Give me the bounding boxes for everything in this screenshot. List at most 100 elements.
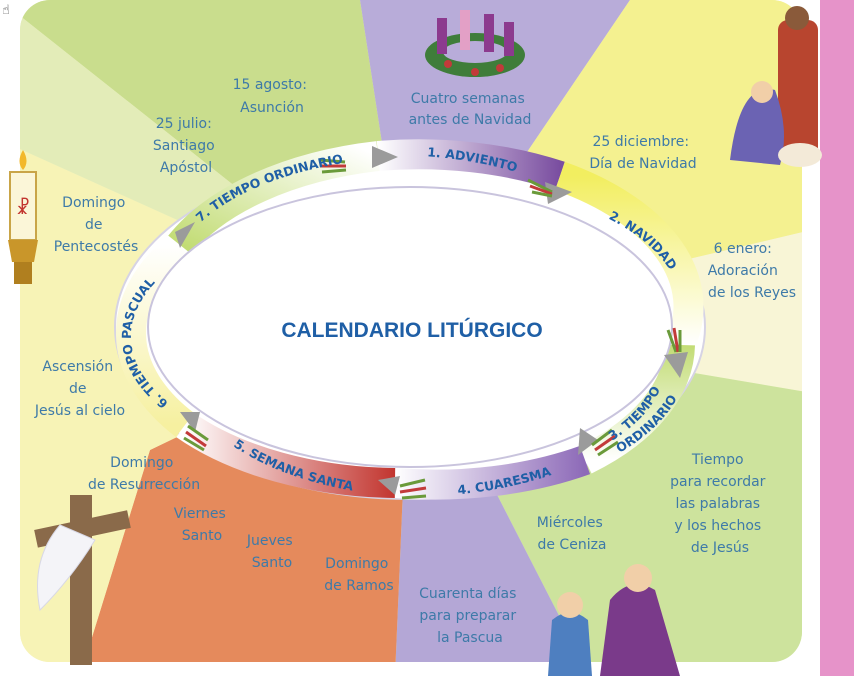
joseph-head [785,6,809,30]
arrow-ordinario-3 [664,352,688,378]
note-line: Domingo [62,195,125,211]
note-asuncion: 15 agosto: Asunción [233,77,312,116]
note-line: Santo [182,528,222,544]
ring-segment-navidad [554,161,704,352]
candle [437,18,447,54]
joseph-robe [778,20,818,160]
priest-robe [600,584,680,676]
baby [778,143,822,167]
wreath-center [443,41,507,63]
nativity-illustration [730,6,822,167]
ash-wednesday-illustration [548,564,680,676]
chi-rho-icon: ☧ [16,197,30,219]
bar-gap [814,0,820,676]
note-line: Cuatro semanas [411,91,525,107]
note-line: de [85,217,103,233]
note-pentecostes: Domingo de Pentecostés [54,195,139,255]
note-line: y los hechos [674,518,761,534]
hand-cursor-icon: ☝ [2,3,10,18]
note-line: antes de Navidad [409,112,532,128]
note-line: Apóstol [160,160,212,176]
branch-semana-santa [183,424,209,452]
note-line: para preparar [419,608,516,624]
note-line: de Resurrección [88,477,200,493]
note-resurreccion: Domingo de Resurrección [88,455,200,493]
note-line: Santiago [153,138,215,154]
ring-segment-pascual [115,233,195,437]
note-viernes-santo: Viernes Santo [174,506,231,544]
note-line: Santo [252,555,292,571]
arrow-cuaresma [578,428,598,455]
berry [496,64,504,72]
note-ceniza: Miércoles de Ceniza [537,515,608,553]
candle [504,22,514,56]
segment-arrows [175,146,688,495]
paschal-candle-illustration: ☧ [8,150,38,284]
note-adviento: Cuatro semanas antes de Navidad [409,91,532,128]
note-line: de Ceniza [537,537,606,553]
arrow-ordinario-7 [175,222,195,248]
note-line: Tiempo [691,452,744,468]
note-line: 25 diciembre: [593,134,690,150]
arrow-adviento [372,146,398,168]
note-navidad: 25 diciembre: Día de Navidad [589,134,696,172]
note-line: Día de Navidad [589,156,696,172]
branch-decorations [183,158,682,500]
berry [444,60,452,68]
note-line: Viernes [174,506,226,522]
notes: 15 agosto: Asunción Cuatro semanas antes… [34,77,796,646]
note-line: Miércoles [537,515,603,531]
note-line: Ascensión [42,359,113,375]
note-line: Domingo [325,556,388,572]
note-line: de Ramos [324,578,393,594]
note-line: Domingo [110,455,173,471]
branch-cuaresma [399,478,427,500]
note-line: Pentecostés [54,239,139,255]
branch-ordinario-7 [319,158,347,174]
candle-stand [14,262,32,284]
diagram-title: CALENDARIO LITÚRGICO [281,318,542,342]
advent-wreath-illustration [425,10,525,77]
note-jueves-santo: Jueves Santo [246,533,297,571]
note-reyes: 6 enero: Adoración de los Reyes [708,241,796,301]
mary-robe [730,88,784,165]
note-line: para recordar [670,474,766,490]
note-line: Cuarenta días [419,586,516,602]
note-line: Adoración [708,263,778,279]
right-decorative-bar [820,0,854,676]
branch-adviento [527,178,553,198]
arrow-pascual [180,412,200,432]
note-line: las palabras [675,496,760,512]
priest-head [624,564,652,592]
candle [460,10,470,50]
candle [484,14,494,52]
note-tiempo-ordinario: Tiempo para recordar las palabras y los … [670,452,770,556]
child-head [557,592,583,618]
cross-cloth [37,524,96,612]
child-body [548,612,592,676]
arrow-semana-santa [378,476,400,495]
mary-head [751,81,773,103]
note-santiago: 25 julio: Santiago Apóstol [153,116,219,176]
note-line: la Pascua [437,630,503,646]
note-cuaresma: Cuarenta días para preparar la Pascua [419,586,521,646]
branch-ordinario-3 [591,428,619,457]
candle-flame [19,150,27,170]
note-line: de [69,381,87,397]
branch-navidad [666,327,682,353]
note-line: Jueves [246,533,293,549]
note-ascension: Ascensión de Jesús al cielo [34,359,125,419]
note-line: 15 agosto: [233,77,307,93]
note-line: Asunción [240,100,304,116]
ring-segment-cuaresma [393,445,591,500]
center-ellipse [147,186,673,468]
candle-body [9,171,37,241]
note-line: Jesús al cielo [34,403,125,419]
arrow-navidad [545,182,572,204]
cross-illustration [34,495,131,665]
note-line: de los Reyes [708,285,796,301]
ring-segment-adviento [376,139,565,191]
note-line: 6 enero: [714,241,772,257]
berry [471,68,479,76]
